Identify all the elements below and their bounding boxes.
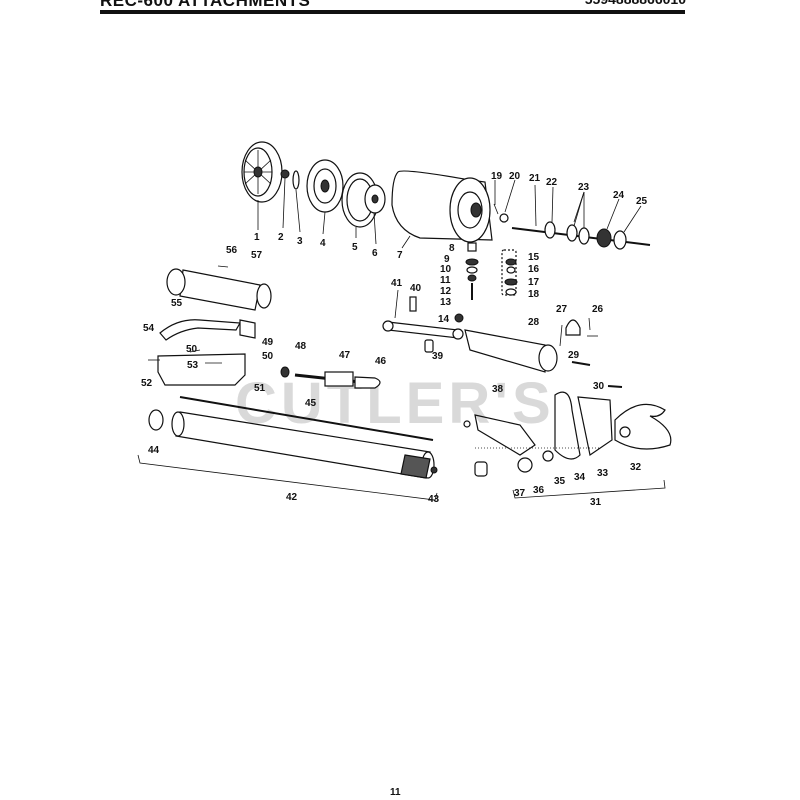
- cylinder-body-part: [464, 329, 558, 373]
- pin-part: [493, 203, 499, 215]
- screw-part: [217, 265, 229, 268]
- callout-1: 1: [254, 232, 260, 243]
- callout-21: 21: [529, 173, 541, 184]
- callout-57: 57: [251, 250, 263, 261]
- callout-54: 54: [143, 323, 155, 334]
- washer-part: [292, 170, 300, 190]
- callout-5: 5: [352, 242, 358, 253]
- watermark-text: CUTLER'S: [235, 371, 555, 436]
- clutch-shoe-part: [341, 172, 379, 228]
- end-cap-44-part: [148, 409, 164, 431]
- callout-24: 24: [613, 190, 625, 201]
- callout-15: 15: [528, 252, 540, 263]
- drive-shaft-assembly: [511, 221, 651, 250]
- rod-end-part: [280, 366, 381, 389]
- callout-39: 39: [432, 351, 444, 362]
- small-washer-part: [499, 213, 509, 223]
- callout-27: 27: [556, 304, 568, 315]
- pin-40-part: [409, 296, 417, 312]
- callout-3: 3: [297, 236, 303, 247]
- bolt-39-part: [424, 339, 434, 353]
- callout-53: 53: [187, 360, 199, 371]
- callout-8: 8: [449, 243, 455, 254]
- page-title: REC-600 ATTACHMENTS: [100, 0, 311, 10]
- callout-55: 55: [171, 298, 183, 309]
- header-rule: [100, 10, 685, 14]
- callout-9: 9: [444, 254, 450, 265]
- pruner-head-assembly: [463, 391, 672, 477]
- callout-12: 12: [440, 286, 452, 297]
- callout-48: 48: [295, 341, 307, 352]
- main-tube-part: [171, 411, 435, 479]
- callout-45: 45: [305, 398, 317, 409]
- callout-13: 13: [440, 297, 452, 308]
- callout-labels: 1 2 3 4 5 6 7 8 9 10 11 12 13 14 15 16 1…: [141, 171, 648, 508]
- callout-16: 16: [528, 264, 540, 275]
- spring-stack-part: [454, 242, 479, 323]
- valve-part: [501, 249, 518, 296]
- callout-30: 30: [593, 381, 605, 392]
- callout-29: 29: [568, 350, 580, 361]
- spoked-pulley-part: [241, 141, 283, 203]
- callout-2: 2: [278, 232, 284, 243]
- frame-part: [157, 353, 246, 386]
- callout-4: 4: [320, 238, 326, 249]
- callout-22: 22: [546, 177, 558, 188]
- callout-23: 23: [578, 182, 590, 193]
- callout-40: 40: [410, 283, 422, 294]
- callout-26: 26: [592, 304, 604, 315]
- callout-18: 18: [528, 289, 540, 300]
- leader-lines: [137, 177, 666, 501]
- callout-19: 19: [491, 171, 503, 182]
- callout-50b: 50: [262, 351, 274, 362]
- callout-38: 38: [492, 384, 504, 395]
- callout-41: 41: [391, 278, 403, 289]
- callout-10: 10: [440, 264, 452, 275]
- callout-49: 49: [262, 337, 274, 348]
- callout-36: 36: [533, 485, 545, 496]
- callout-37: 37: [514, 488, 526, 499]
- callout-31: 31: [590, 497, 602, 508]
- part-number-code: 5594888866010: [585, 0, 686, 7]
- bolt-29-part: [571, 361, 591, 366]
- callout-32: 32: [630, 462, 642, 473]
- callout-20: 20: [509, 171, 521, 182]
- nut-part: [280, 169, 290, 179]
- callout-25: 25: [636, 196, 648, 207]
- callout-33: 33: [597, 468, 609, 479]
- callout-56: 56: [226, 245, 238, 256]
- callout-17: 17: [528, 277, 540, 288]
- callout-42: 42: [286, 492, 298, 503]
- callout-44: 44: [148, 445, 160, 456]
- callout-51: 51: [254, 383, 266, 394]
- screw-43-part: [430, 466, 438, 474]
- callout-6: 6: [372, 248, 378, 259]
- page-number: 11: [390, 787, 401, 798]
- callout-11: 11: [440, 275, 451, 286]
- lever-arm-part: [382, 320, 464, 340]
- callout-47: 47: [339, 350, 351, 361]
- callout-28: 28: [528, 317, 540, 328]
- motor-housing-part: [391, 170, 493, 243]
- clutch-hub-part: [364, 184, 386, 214]
- callout-14: 14: [438, 314, 450, 325]
- callout-43: 43: [428, 494, 440, 505]
- long-rod-part: [179, 396, 434, 441]
- clamp-27-part: [565, 319, 581, 336]
- callout-7: 7: [397, 250, 403, 261]
- clamp-part: [239, 319, 256, 339]
- tube-assembly-part: [166, 268, 272, 311]
- callout-46: 46: [375, 356, 387, 367]
- bracket-part: [159, 319, 241, 341]
- clutch-drum-part: [306, 159, 344, 213]
- bolt-30-part: [607, 385, 623, 388]
- callout-52: 52: [141, 378, 153, 389]
- callout-50a: 50: [186, 344, 198, 355]
- callout-34: 34: [574, 472, 586, 483]
- callout-35: 35: [554, 476, 566, 487]
